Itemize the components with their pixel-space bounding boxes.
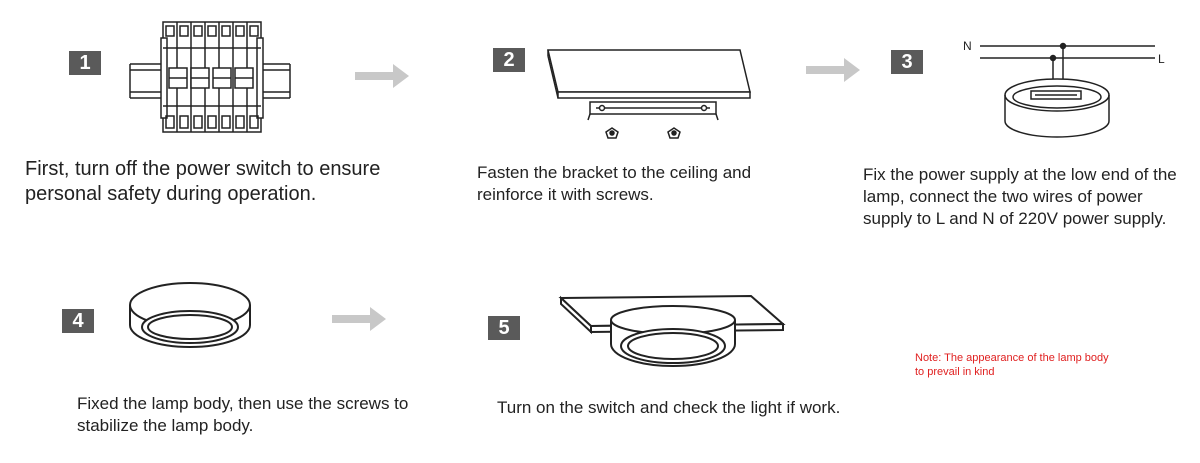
- step-4-number: 4: [62, 309, 94, 333]
- step-2-number: 2: [493, 48, 525, 72]
- step-1-text: First, turn off the power switch to ensu…: [25, 158, 381, 205]
- lamp-body-illustration: [129, 282, 251, 348]
- step-3-number: 3: [891, 50, 923, 74]
- arrow-right-icon: [806, 58, 860, 82]
- wire-label-l: L: [1158, 52, 1165, 66]
- installed-lamp-illustration: [558, 294, 786, 367]
- arrow-right-icon: [355, 64, 409, 88]
- step-3-text: Fix the power supply at the low end of t…: [863, 165, 1177, 228]
- power-supply-wiring-illustration: [980, 42, 1155, 138]
- arrow-right-icon: [332, 307, 386, 331]
- step-4-text: Fixed the lamp body, then use the screws…: [77, 394, 409, 435]
- wire-label-n: N: [963, 39, 972, 53]
- ceiling-bracket-illustration: [547, 49, 751, 139]
- step-5-number: 5: [488, 316, 520, 340]
- circuit-breaker-illustration: [129, 21, 291, 133]
- step-2-text: Fasten the bracket to the ceiling and re…: [477, 163, 752, 204]
- step-1-number: 1: [69, 51, 101, 75]
- appearance-note: Note: The appearance of the lamp body to…: [915, 352, 1109, 378]
- step-5-text: Turn on the switch and check the light i…: [497, 398, 841, 417]
